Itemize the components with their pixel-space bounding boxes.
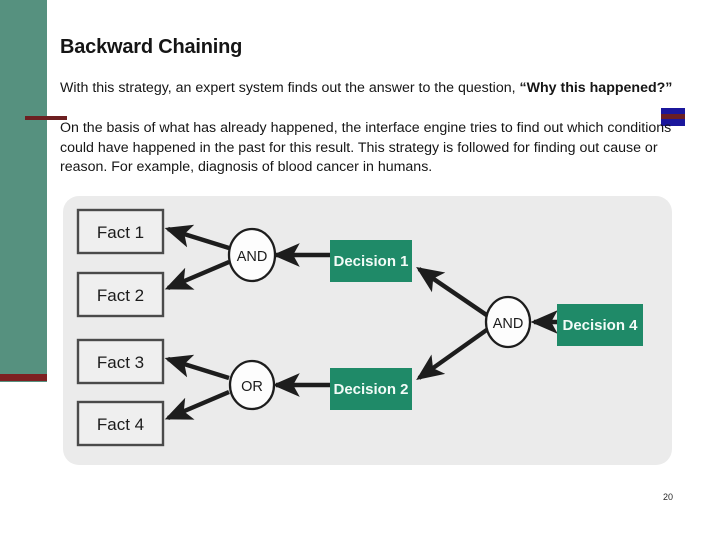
corner-accent-stripe [661, 114, 685, 119]
fact-3-label: Fact 3 [97, 353, 144, 372]
operator-and-top[interactable]: AND [227, 227, 277, 283]
fact-4[interactable]: Fact 4 [76, 400, 165, 447]
edge-and-top-to-fact-2 [164, 259, 230, 291]
decision-4[interactable]: Decision 4 [557, 304, 643, 346]
intro-paragraph: With this strategy, an expert system fin… [60, 79, 680, 98]
fact-2-label: Fact 2 [97, 286, 144, 305]
title-accent-rule [25, 116, 67, 120]
edge-and-right-to-decision-1 [416, 267, 490, 318]
decision-1[interactable]: Decision 1 [330, 240, 412, 282]
decision-2-label: Decision 2 [333, 381, 408, 398]
edge-and-right-to-decision-2 [416, 327, 490, 381]
page-title: Backward Chaining [60, 36, 243, 58]
decision-1-label: Decision 1 [333, 253, 408, 270]
fact-4-label: Fact 4 [97, 415, 144, 434]
sidebar-accent-strip [0, 0, 47, 382]
decision-2[interactable]: Decision 2 [330, 368, 412, 410]
intro-paragraph-lead: With this strategy, an expert system fin… [60, 80, 520, 96]
body-paragraph: On the basis of what has already happene… [60, 120, 672, 175]
operator-and-top-label: AND [237, 249, 268, 265]
operator-or-label: OR [241, 379, 263, 395]
page-number: 20 [663, 492, 674, 502]
edge-and-top-to-fact-1 [164, 224, 230, 251]
operator-or[interactable]: OR [228, 359, 276, 411]
fact-1[interactable]: Fact 1 [76, 208, 165, 255]
fact-1-label: Fact 1 [97, 223, 144, 242]
intro-paragraph-accent: “Why this happened?” [519, 80, 673, 96]
sidebar-accent-underline [0, 374, 47, 381]
operator-and-right-label: AND [493, 316, 524, 332]
diagram-panel: Fact 1 Fact 2 Fact 3 Fact 4 AND OR [63, 196, 672, 465]
edge-or-to-fact-4 [164, 389, 230, 421]
fact-3[interactable]: Fact 3 [76, 338, 165, 385]
decision-4-label: Decision 4 [562, 317, 638, 334]
operator-and-right[interactable]: AND [484, 295, 532, 349]
backward-chaining-diagram: Fact 1 Fact 2 Fact 3 Fact 4 AND OR [76, 208, 643, 447]
corner-accent-mark [661, 108, 685, 126]
fact-2[interactable]: Fact 2 [76, 271, 165, 318]
edge-group [164, 224, 558, 421]
edge-or-to-fact-3 [164, 354, 230, 381]
